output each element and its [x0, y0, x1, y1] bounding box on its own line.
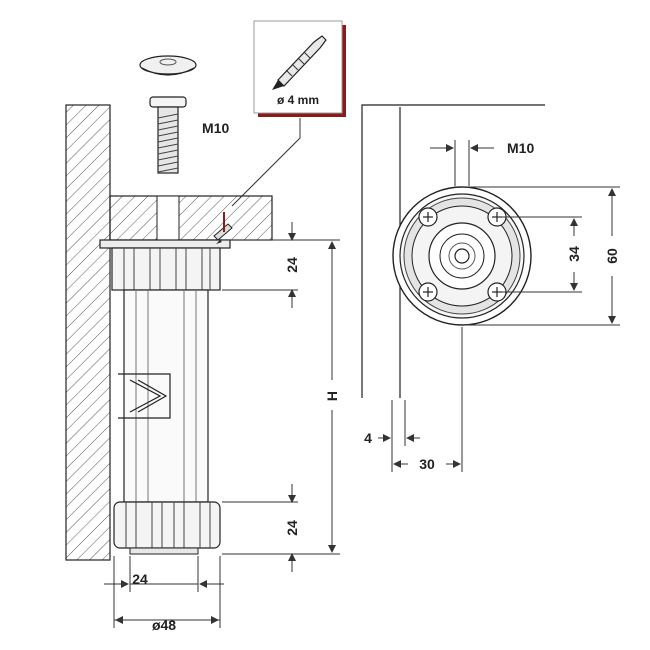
dim-offset [391, 327, 463, 472]
dim-plate-diameter [462, 186, 620, 326]
dim-bolt-top [430, 140, 494, 186]
screw-size-label: ø 4 mm [277, 93, 319, 107]
bottom-collar-dimension: 24 [284, 520, 300, 536]
cap-icon [139, 55, 197, 76]
leg-plate-top-view [392, 186, 532, 326]
dim-foot-diameter [113, 556, 221, 628]
tube-clip [118, 373, 171, 419]
top-collar-ribs [123, 248, 211, 290]
foot-diameter-dimension: ø48 [152, 617, 176, 633]
bolt-thread-label-top: M10 [507, 140, 534, 156]
height-dimension: H [324, 391, 340, 401]
wood-screw-icon [213, 212, 233, 244]
dim-bottom-collar [222, 484, 298, 572]
foot-core-dimension: 24 [132, 571, 148, 587]
bolt-circle-dimension: 34 [566, 246, 582, 262]
leg-top-collar [111, 247, 221, 291]
cabinet-side-wall [65, 104, 111, 561]
top-collar-dimension: 24 [284, 257, 300, 273]
plate-diameter-dimension: 60 [604, 248, 620, 264]
dim-gap [378, 400, 420, 446]
side-view: M10 [65, 55, 273, 561]
cabinet-outline [361, 104, 545, 398]
dim-bolt-circle [497, 216, 582, 293]
mounting-plate [99, 239, 231, 249]
cabinet-bottom-panel [109, 195, 273, 241]
screw-detail-box: ø 4 mm [253, 20, 346, 117]
wood-screw-detail-icon [272, 35, 327, 90]
bolt-icon [149, 96, 187, 174]
dim-top-collar [222, 222, 298, 308]
offset-dimension: 30 [419, 456, 435, 472]
gap-dimension: 4 [364, 430, 372, 446]
foot-ribs [125, 502, 211, 548]
screw-leader-line [231, 118, 301, 207]
bolt-thread-label-side: M10 [202, 120, 229, 136]
bolt-hole [156, 195, 180, 241]
leg-foot [113, 501, 221, 549]
dim-foot-core [104, 556, 224, 592]
foot-base [129, 547, 199, 555]
dim-height [222, 239, 340, 555]
top-view [361, 104, 545, 398]
